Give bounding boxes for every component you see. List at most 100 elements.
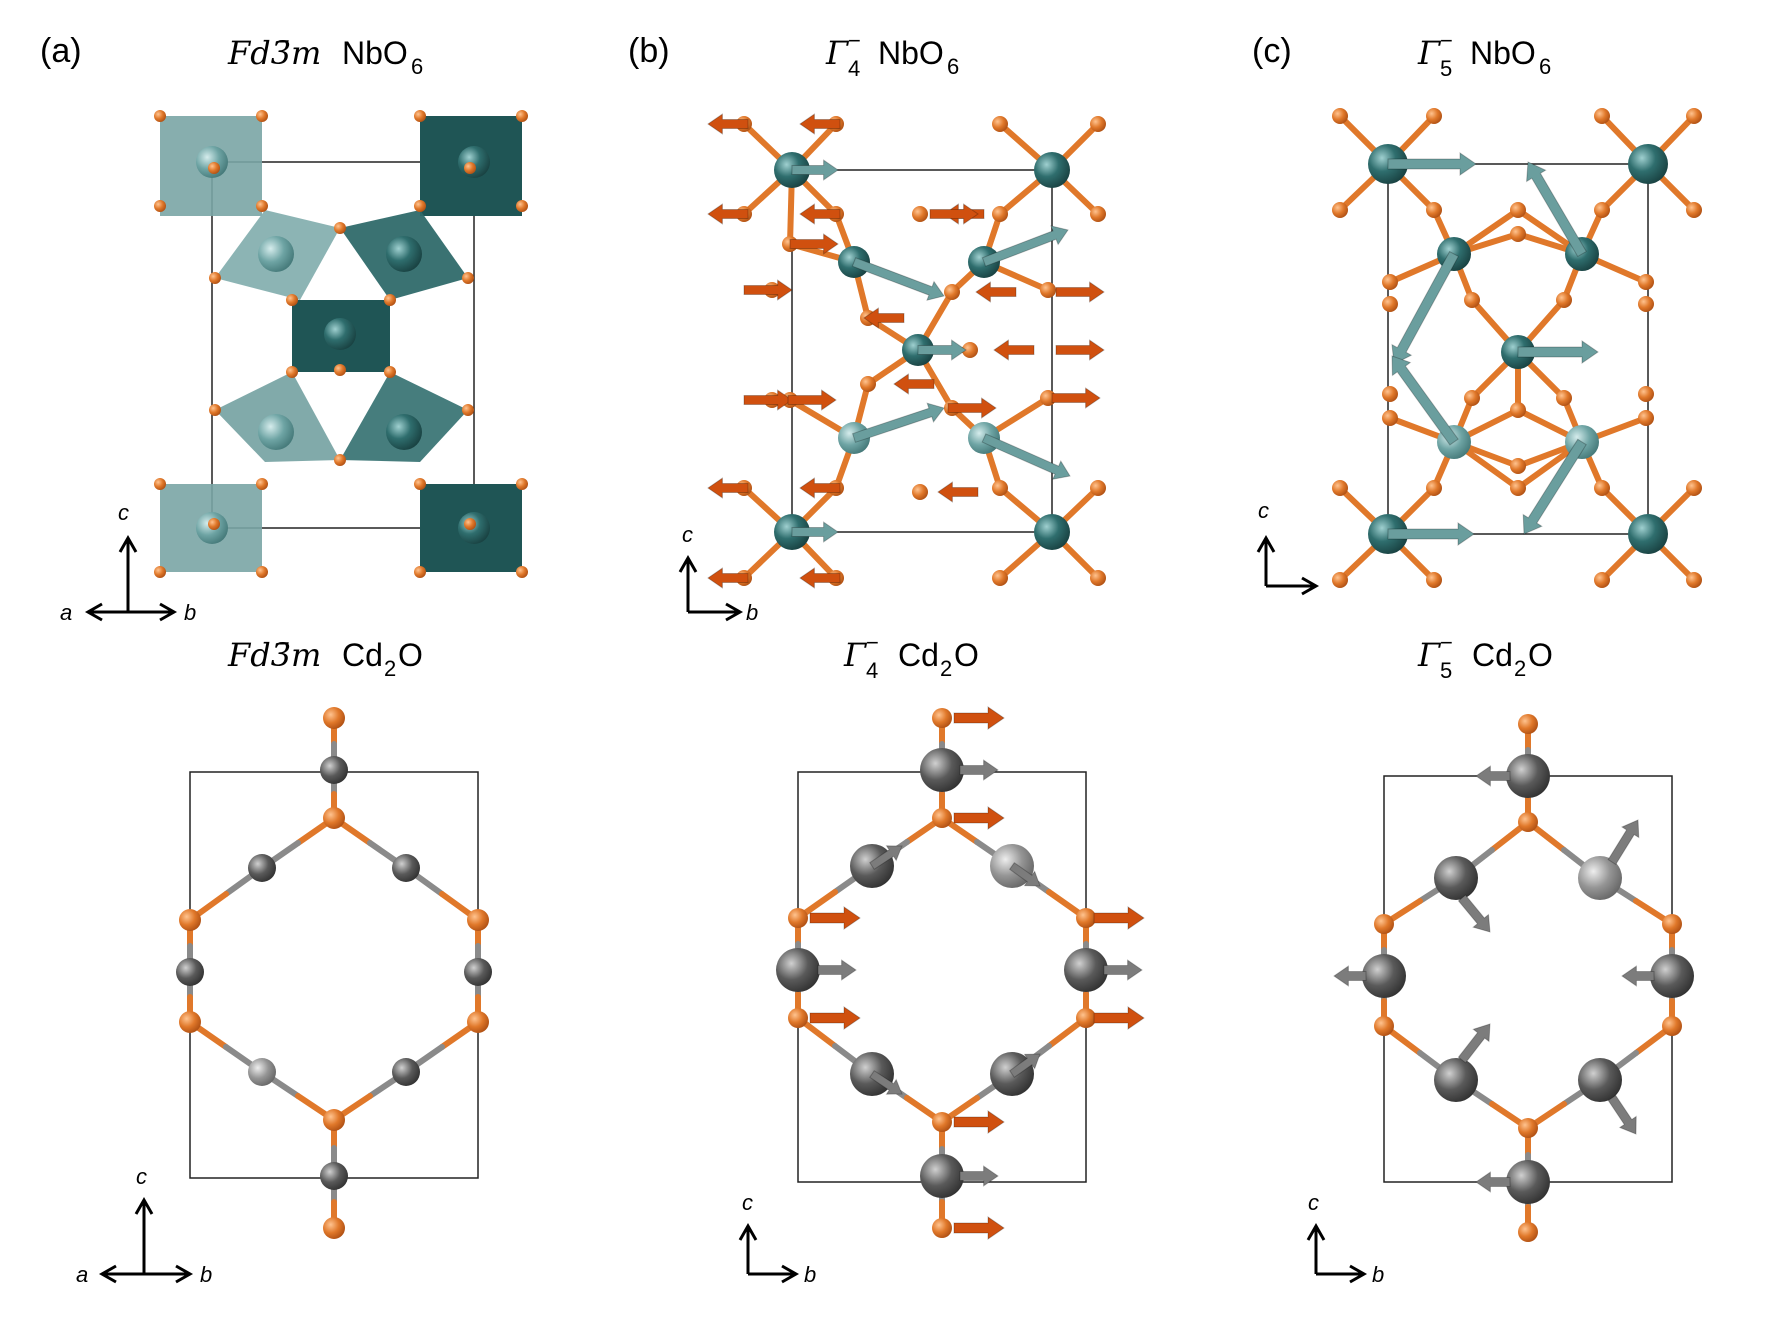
oxygen-atom [1686, 108, 1702, 124]
axis-label-a: a [76, 1262, 88, 1287]
oxygen-atom [1076, 1008, 1096, 1028]
oxygen-atom [1594, 480, 1610, 496]
displacement-arrow [1391, 250, 1460, 365]
displacement-arrow [975, 281, 1017, 303]
displacement-arrow [1475, 765, 1511, 787]
cd-atom [1506, 754, 1550, 798]
nb-atom [1628, 144, 1668, 184]
oxygen-atom [467, 909, 489, 931]
oxygen-atom [1518, 714, 1538, 734]
title-c-bottom: Γ − 5 Cd 2 O [1417, 630, 1553, 683]
title-b-bottom: Γ − 4 Cd 2 O [843, 630, 979, 683]
oxygen-atom [1382, 296, 1398, 312]
oxygen-atom [256, 110, 268, 122]
oxygen-atom [1090, 116, 1106, 132]
nb-atom [386, 236, 422, 272]
oxygen-atom [992, 116, 1008, 132]
axis-label-c: c [682, 522, 693, 547]
oxygen-atom [1518, 1118, 1538, 1138]
oxygen-atom [209, 272, 221, 284]
displacement-arrow [809, 1006, 861, 1030]
oxygen-atom [1594, 202, 1610, 218]
oxygen-atom [1426, 572, 1442, 588]
oxygen-atom [1518, 1222, 1538, 1242]
cd-atom [1434, 856, 1478, 900]
svg-text:Fd3̄m: Fd3̄m [227, 636, 321, 674]
displacement-arrow [1009, 861, 1041, 887]
oxygen-atom [334, 222, 346, 234]
oxygen-atom [323, 807, 345, 829]
displacement-arrow [1093, 1006, 1145, 1030]
oxygen-atom [384, 294, 396, 306]
svg-text:5: 5 [1440, 56, 1452, 81]
displacement-arrow [791, 521, 839, 543]
svg-text:2: 2 [940, 656, 952, 681]
svg-text:Γ: Γ [843, 636, 868, 674]
cd-atom [392, 854, 420, 882]
oxygen-atom [1594, 572, 1610, 588]
displacement-arrow [1522, 438, 1587, 535]
oxygen-atom [334, 454, 346, 466]
oxygen-atom [179, 1011, 201, 1033]
displacement-arrow [993, 339, 1035, 361]
axis-label-b: b [200, 1262, 212, 1287]
title-c-top: Γ − 5 NbO 6 [1417, 28, 1551, 81]
svg-text:Cd: Cd [342, 637, 383, 673]
displacement-arrow [929, 203, 979, 225]
oxygen-atom [286, 294, 298, 306]
displacement-arrow [1607, 1094, 1637, 1135]
cd-atom [1578, 856, 1622, 900]
displacement-arrow [863, 307, 905, 329]
displacement-arrow [787, 389, 837, 411]
svg-text:−: − [1440, 28, 1453, 53]
oxygen-atom [154, 200, 166, 212]
displacement-arrow [1621, 965, 1655, 987]
displacement-arrow [791, 159, 839, 181]
oxygen-atom [1638, 410, 1654, 426]
oxygen-atom [1426, 202, 1442, 218]
oxygen-atom [1464, 390, 1480, 406]
svg-text:−: − [1440, 630, 1453, 655]
displacement-arrow [953, 1110, 1005, 1134]
svg-text:Fd3̄m: Fd3̄m [227, 34, 321, 72]
displacement-arrow [1055, 339, 1105, 361]
displacement-arrow [799, 203, 841, 225]
displacement-arrow [809, 906, 861, 930]
oxygen-atom [464, 162, 476, 174]
displacement-arrow [1051, 387, 1101, 409]
displacement-arrow [869, 845, 903, 870]
oxygen-atom [467, 1011, 489, 1033]
axis-label-c: c [1258, 498, 1269, 523]
axis-label-c: c [742, 1190, 753, 1215]
oxygen-atom [1594, 108, 1610, 124]
axes-a-top [84, 534, 178, 622]
oxygen-atom [256, 478, 268, 490]
oxygen-atom [256, 200, 268, 212]
svg-text:4: 4 [866, 658, 878, 683]
displacement-arrow [953, 806, 1005, 830]
cd-atom [1578, 1058, 1622, 1102]
cd-atom [1434, 1058, 1478, 1102]
svg-text:NbO: NbO [1470, 35, 1536, 71]
displacement-arrow [1391, 355, 1459, 446]
svg-text:2: 2 [384, 656, 396, 681]
oxygen-atom [912, 206, 928, 222]
displacement-arrow [959, 1165, 999, 1187]
nb-atom [324, 318, 356, 350]
oxygen-atom [462, 272, 474, 284]
displacement-arrow [1055, 281, 1105, 303]
oxygen-atom [1518, 812, 1538, 832]
oxygen-atom [932, 1218, 952, 1238]
oxygen-atom [516, 200, 528, 212]
displacement-arrow [959, 759, 999, 781]
svg-text:−: − [866, 630, 879, 655]
displacement-arrow [707, 477, 749, 499]
displacement-arrow [799, 567, 841, 589]
displacement-arrow [799, 477, 841, 499]
oxygen-atom [1040, 282, 1056, 298]
oxygen-atom [209, 404, 221, 416]
oxygen-atom [414, 200, 426, 212]
displacement-arrow [1387, 152, 1477, 176]
oxygen-atom [208, 162, 220, 174]
